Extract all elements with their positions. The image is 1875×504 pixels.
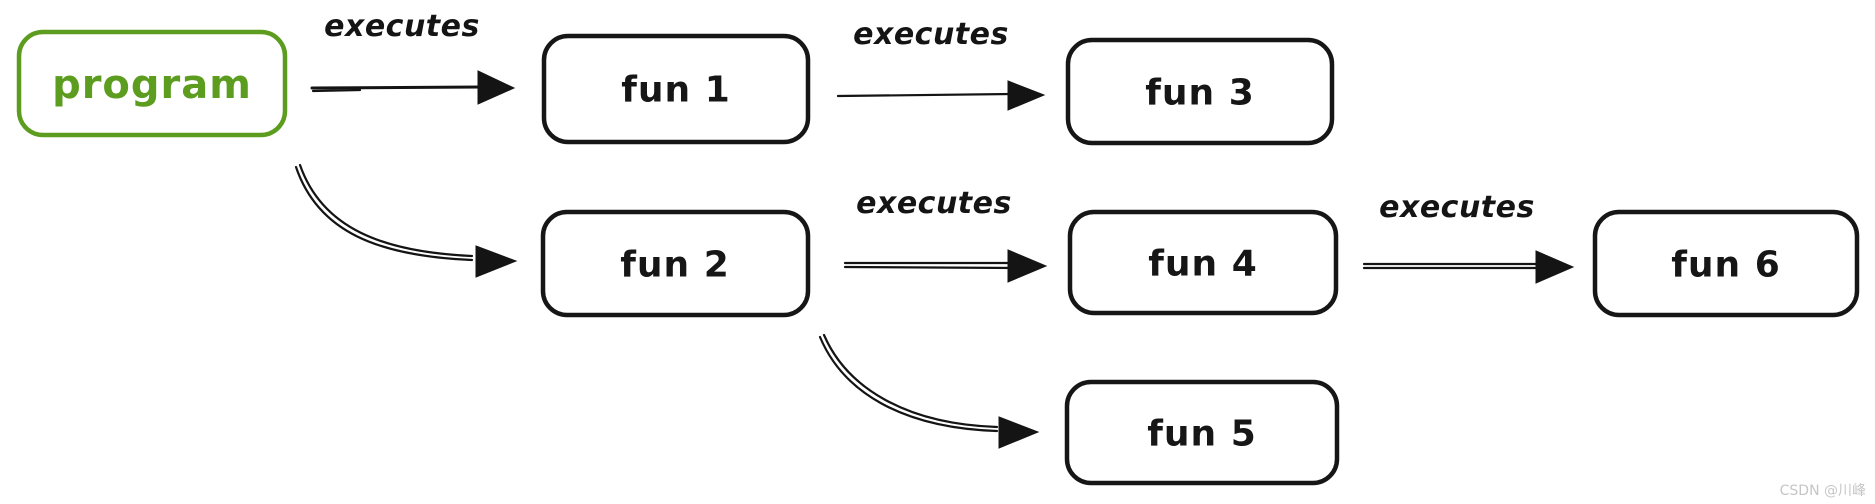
edge-line-sketch	[843, 265, 1020, 270]
arrowhead-icon	[477, 70, 516, 105]
edge-fun2-fun4: executes	[843, 186, 1048, 283]
node-program-box	[16, 29, 288, 138]
edge-fun1-fun3: executes	[836, 17, 1046, 111]
node-fun3-label: fun 3	[1145, 73, 1255, 114]
edge-curve	[818, 335, 999, 433]
edge-label-executes-2: executes	[853, 17, 1009, 52]
edge-fun2-fun5	[818, 333, 1040, 449]
node-fun1-box	[541, 33, 811, 145]
node-fun1-label: fun 1	[621, 70, 731, 111]
arrowhead-icon	[475, 245, 518, 278]
node-fun4: fun 4	[1067, 209, 1339, 316]
edge-label-executes-4: executes	[1379, 190, 1535, 225]
node-fun2-box	[540, 209, 811, 318]
arrowhead-icon	[1007, 249, 1048, 283]
edge-program-fun2	[294, 163, 518, 278]
node-fun2: fun 2	[540, 209, 811, 318]
node-program: program	[16, 29, 288, 138]
edge-program-fun1: executes	[310, 9, 516, 105]
node-fun1: fun 1	[541, 33, 811, 145]
edge-line-sketch	[311, 88, 362, 93]
node-fun4-box	[1067, 209, 1339, 316]
node-fun2-label: fun 2	[620, 245, 730, 286]
edge-fun4-fun6: executes	[1362, 190, 1575, 284]
node-fun6-label: fun 6	[1671, 245, 1781, 286]
arrowhead-icon	[1007, 80, 1046, 111]
node-fun5: fun 5	[1064, 379, 1340, 486]
node-fun3-box	[1065, 37, 1335, 146]
node-program-label: program	[52, 62, 252, 108]
watermark: CSDN @川峰	[1780, 483, 1866, 499]
edge-line	[836, 92, 1014, 98]
node-fun5-label: fun 5	[1147, 414, 1257, 455]
node-fun3: fun 3	[1065, 37, 1335, 146]
node-fun5-box	[1064, 379, 1340, 486]
edge-curve-sketch	[298, 163, 474, 258]
arrowhead-icon	[998, 416, 1040, 449]
node-fun6: fun 6	[1592, 209, 1860, 318]
edge-curve	[294, 165, 474, 262]
edge-curve-sketch	[822, 333, 999, 429]
edge-label-executes-3: executes	[856, 186, 1012, 221]
edge-line	[310, 85, 484, 90]
node-fun4-label: fun 4	[1148, 244, 1258, 285]
edge-label-executes-1: executes	[324, 9, 480, 44]
arrowhead-icon	[1535, 250, 1575, 284]
node-fun6-box	[1592, 209, 1860, 318]
